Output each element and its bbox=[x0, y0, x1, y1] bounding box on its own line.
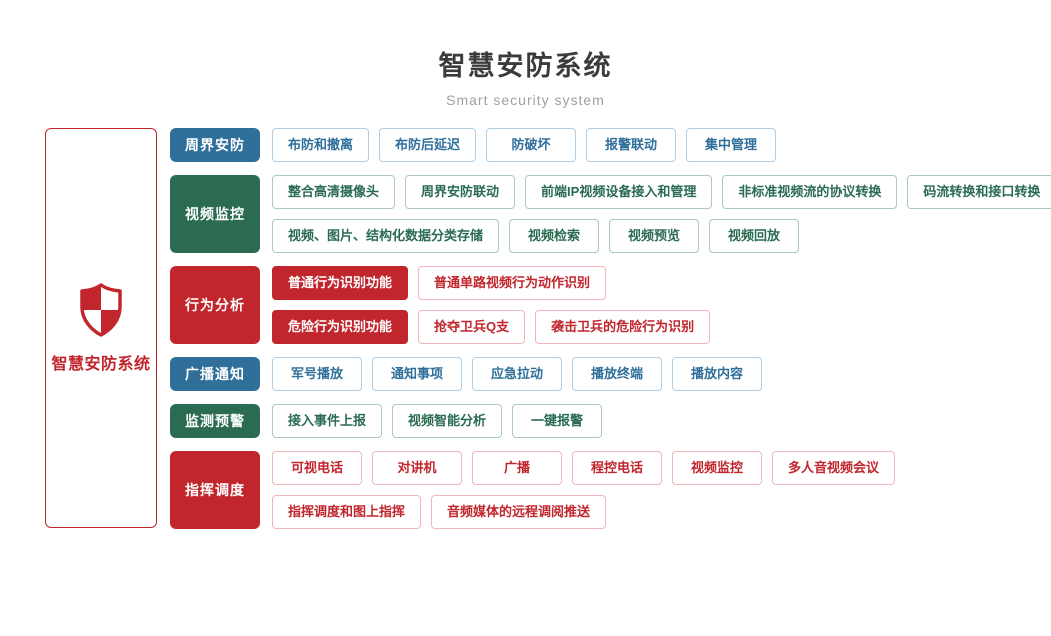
section-monitoring-warning: 监测预警接入事件上报视频智能分析一键报警 bbox=[170, 404, 1051, 438]
section-video-surveillance: 视频监控整合高清摄像头周界安防联动前端IP视频设备接入和管理非标准视频流的协议转… bbox=[170, 175, 1051, 253]
section-items-video-surveillance: 整合高清摄像头周界安防联动前端IP视频设备接入和管理非标准视频流的协议转换码流转… bbox=[272, 175, 1051, 253]
feature-item: 广播 bbox=[472, 451, 562, 485]
feature-item: 危险行为识别功能 bbox=[272, 310, 409, 344]
section-items-command-dispatch: 可视电话对讲机广播程控电话视频监控多人音视频会议指挥调度和图上指挥音频媒体的远程… bbox=[272, 451, 896, 529]
feature-item: 前端IP视频设备接入和管理 bbox=[525, 175, 713, 209]
section-items-perimeter-security: 布防和撤离布防后延迟防破坏报警联动集中管理 bbox=[272, 128, 777, 162]
sections-container: 周界安防布防和撤离布防后延迟防破坏报警联动集中管理视频监控整合高清摄像头周界安防… bbox=[170, 128, 1051, 529]
diagram-header: 智慧安防系统 Smart security system bbox=[0, 0, 1051, 108]
feature-item: 普通行为识别功能 bbox=[272, 266, 409, 300]
feature-item: 视频检索 bbox=[509, 219, 600, 253]
feature-item: 报警联动 bbox=[586, 128, 677, 162]
feature-item: 视频智能分析 bbox=[392, 404, 503, 438]
feature-item: 播放终端 bbox=[572, 357, 662, 391]
feature-item: 周界安防联动 bbox=[405, 175, 516, 209]
feature-item: 布防后延迟 bbox=[379, 128, 477, 162]
root-node-label: 智慧安防系统 bbox=[51, 356, 151, 373]
feature-item: 整合高清摄像头 bbox=[272, 175, 396, 209]
item-line: 接入事件上报视频智能分析一键报警 bbox=[272, 404, 603, 438]
feature-item: 多人音视频会议 bbox=[772, 451, 896, 485]
root-node: 智慧安防系统 bbox=[45, 128, 157, 528]
section-header-broadcast-notice: 广播通知 bbox=[170, 357, 260, 391]
shield-checkered-icon bbox=[74, 282, 128, 338]
section-items-broadcast-notice: 军号播放通知事项应急拉动播放终端播放内容 bbox=[272, 357, 762, 391]
feature-item: 军号播放 bbox=[272, 357, 362, 391]
item-line: 普通行为识别功能普通单路视频行为动作识别 bbox=[272, 266, 710, 300]
item-line: 布防和撤离布防后延迟防破坏报警联动集中管理 bbox=[272, 128, 777, 162]
section-command-dispatch: 指挥调度可视电话对讲机广播程控电话视频监控多人音视频会议指挥调度和图上指挥音频媒… bbox=[170, 451, 1051, 529]
feature-item: 接入事件上报 bbox=[272, 404, 383, 438]
feature-item: 可视电话 bbox=[272, 451, 362, 485]
section-items-behavior-analysis: 普通行为识别功能普通单路视频行为动作识别危险行为识别功能抢夺卫兵Q支袭击卫兵的危… bbox=[272, 266, 711, 344]
item-line: 军号播放通知事项应急拉动播放终端播放内容 bbox=[272, 357, 762, 391]
feature-item: 播放内容 bbox=[672, 357, 762, 391]
item-line: 危险行为识别功能抢夺卫兵Q支袭击卫兵的危险行为识别 bbox=[272, 310, 711, 344]
feature-item: 布防和撤离 bbox=[272, 128, 370, 162]
feature-item: 视频回放 bbox=[709, 219, 800, 253]
feature-item: 集中管理 bbox=[686, 128, 777, 162]
feature-item: 对讲机 bbox=[372, 451, 462, 485]
feature-item: 视频监控 bbox=[672, 451, 762, 485]
section-items-monitoring-warning: 接入事件上报视频智能分析一键报警 bbox=[272, 404, 603, 438]
feature-item: 视频、图片、结构化数据分类存储 bbox=[272, 219, 500, 253]
section-perimeter-security: 周界安防布防和撤离布防后延迟防破坏报警联动集中管理 bbox=[170, 128, 1051, 162]
page-subtitle: Smart security system bbox=[446, 92, 605, 108]
section-broadcast-notice: 广播通知军号播放通知事项应急拉动播放终端播放内容 bbox=[170, 357, 1051, 391]
feature-item: 防破坏 bbox=[486, 128, 577, 162]
section-header-monitoring-warning: 监测预警 bbox=[170, 404, 260, 438]
item-line: 整合高清摄像头周界安防联动前端IP视频设备接入和管理非标准视频流的协议转换码流转… bbox=[272, 175, 1051, 209]
section-header-command-dispatch: 指挥调度 bbox=[170, 451, 260, 529]
feature-item: 应急拉动 bbox=[472, 357, 562, 391]
feature-item: 普通单路视频行为动作识别 bbox=[418, 266, 607, 300]
feature-item: 视频预览 bbox=[609, 219, 700, 253]
item-line: 可视电话对讲机广播程控电话视频监控多人音视频会议 bbox=[272, 451, 896, 485]
section-header-behavior-analysis: 行为分析 bbox=[170, 266, 260, 344]
feature-item: 指挥调度和图上指挥 bbox=[272, 495, 422, 529]
feature-item: 通知事项 bbox=[372, 357, 462, 391]
section-header-video-surveillance: 视频监控 bbox=[170, 175, 260, 253]
page-title: 智慧安防系统 bbox=[438, 51, 613, 81]
section-header-perimeter-security: 周界安防 bbox=[170, 128, 260, 162]
feature-item: 袭击卫兵的危险行为识别 bbox=[535, 310, 711, 344]
feature-item: 码流转换和接口转换 bbox=[907, 175, 1051, 209]
feature-item: 音频媒体的远程调阅推送 bbox=[431, 495, 607, 529]
feature-item: 非标准视频流的协议转换 bbox=[722, 175, 898, 209]
item-line: 指挥调度和图上指挥音频媒体的远程调阅推送 bbox=[272, 495, 895, 529]
feature-item: 一键报警 bbox=[512, 404, 603, 438]
feature-item: 程控电话 bbox=[572, 451, 662, 485]
feature-item: 抢夺卫兵Q支 bbox=[418, 310, 526, 344]
section-behavior-analysis: 行为分析普通行为识别功能普通单路视频行为动作识别危险行为识别功能抢夺卫兵Q支袭击… bbox=[170, 266, 1051, 344]
item-line: 视频、图片、结构化数据分类存储视频检索视频预览视频回放 bbox=[272, 219, 1051, 253]
